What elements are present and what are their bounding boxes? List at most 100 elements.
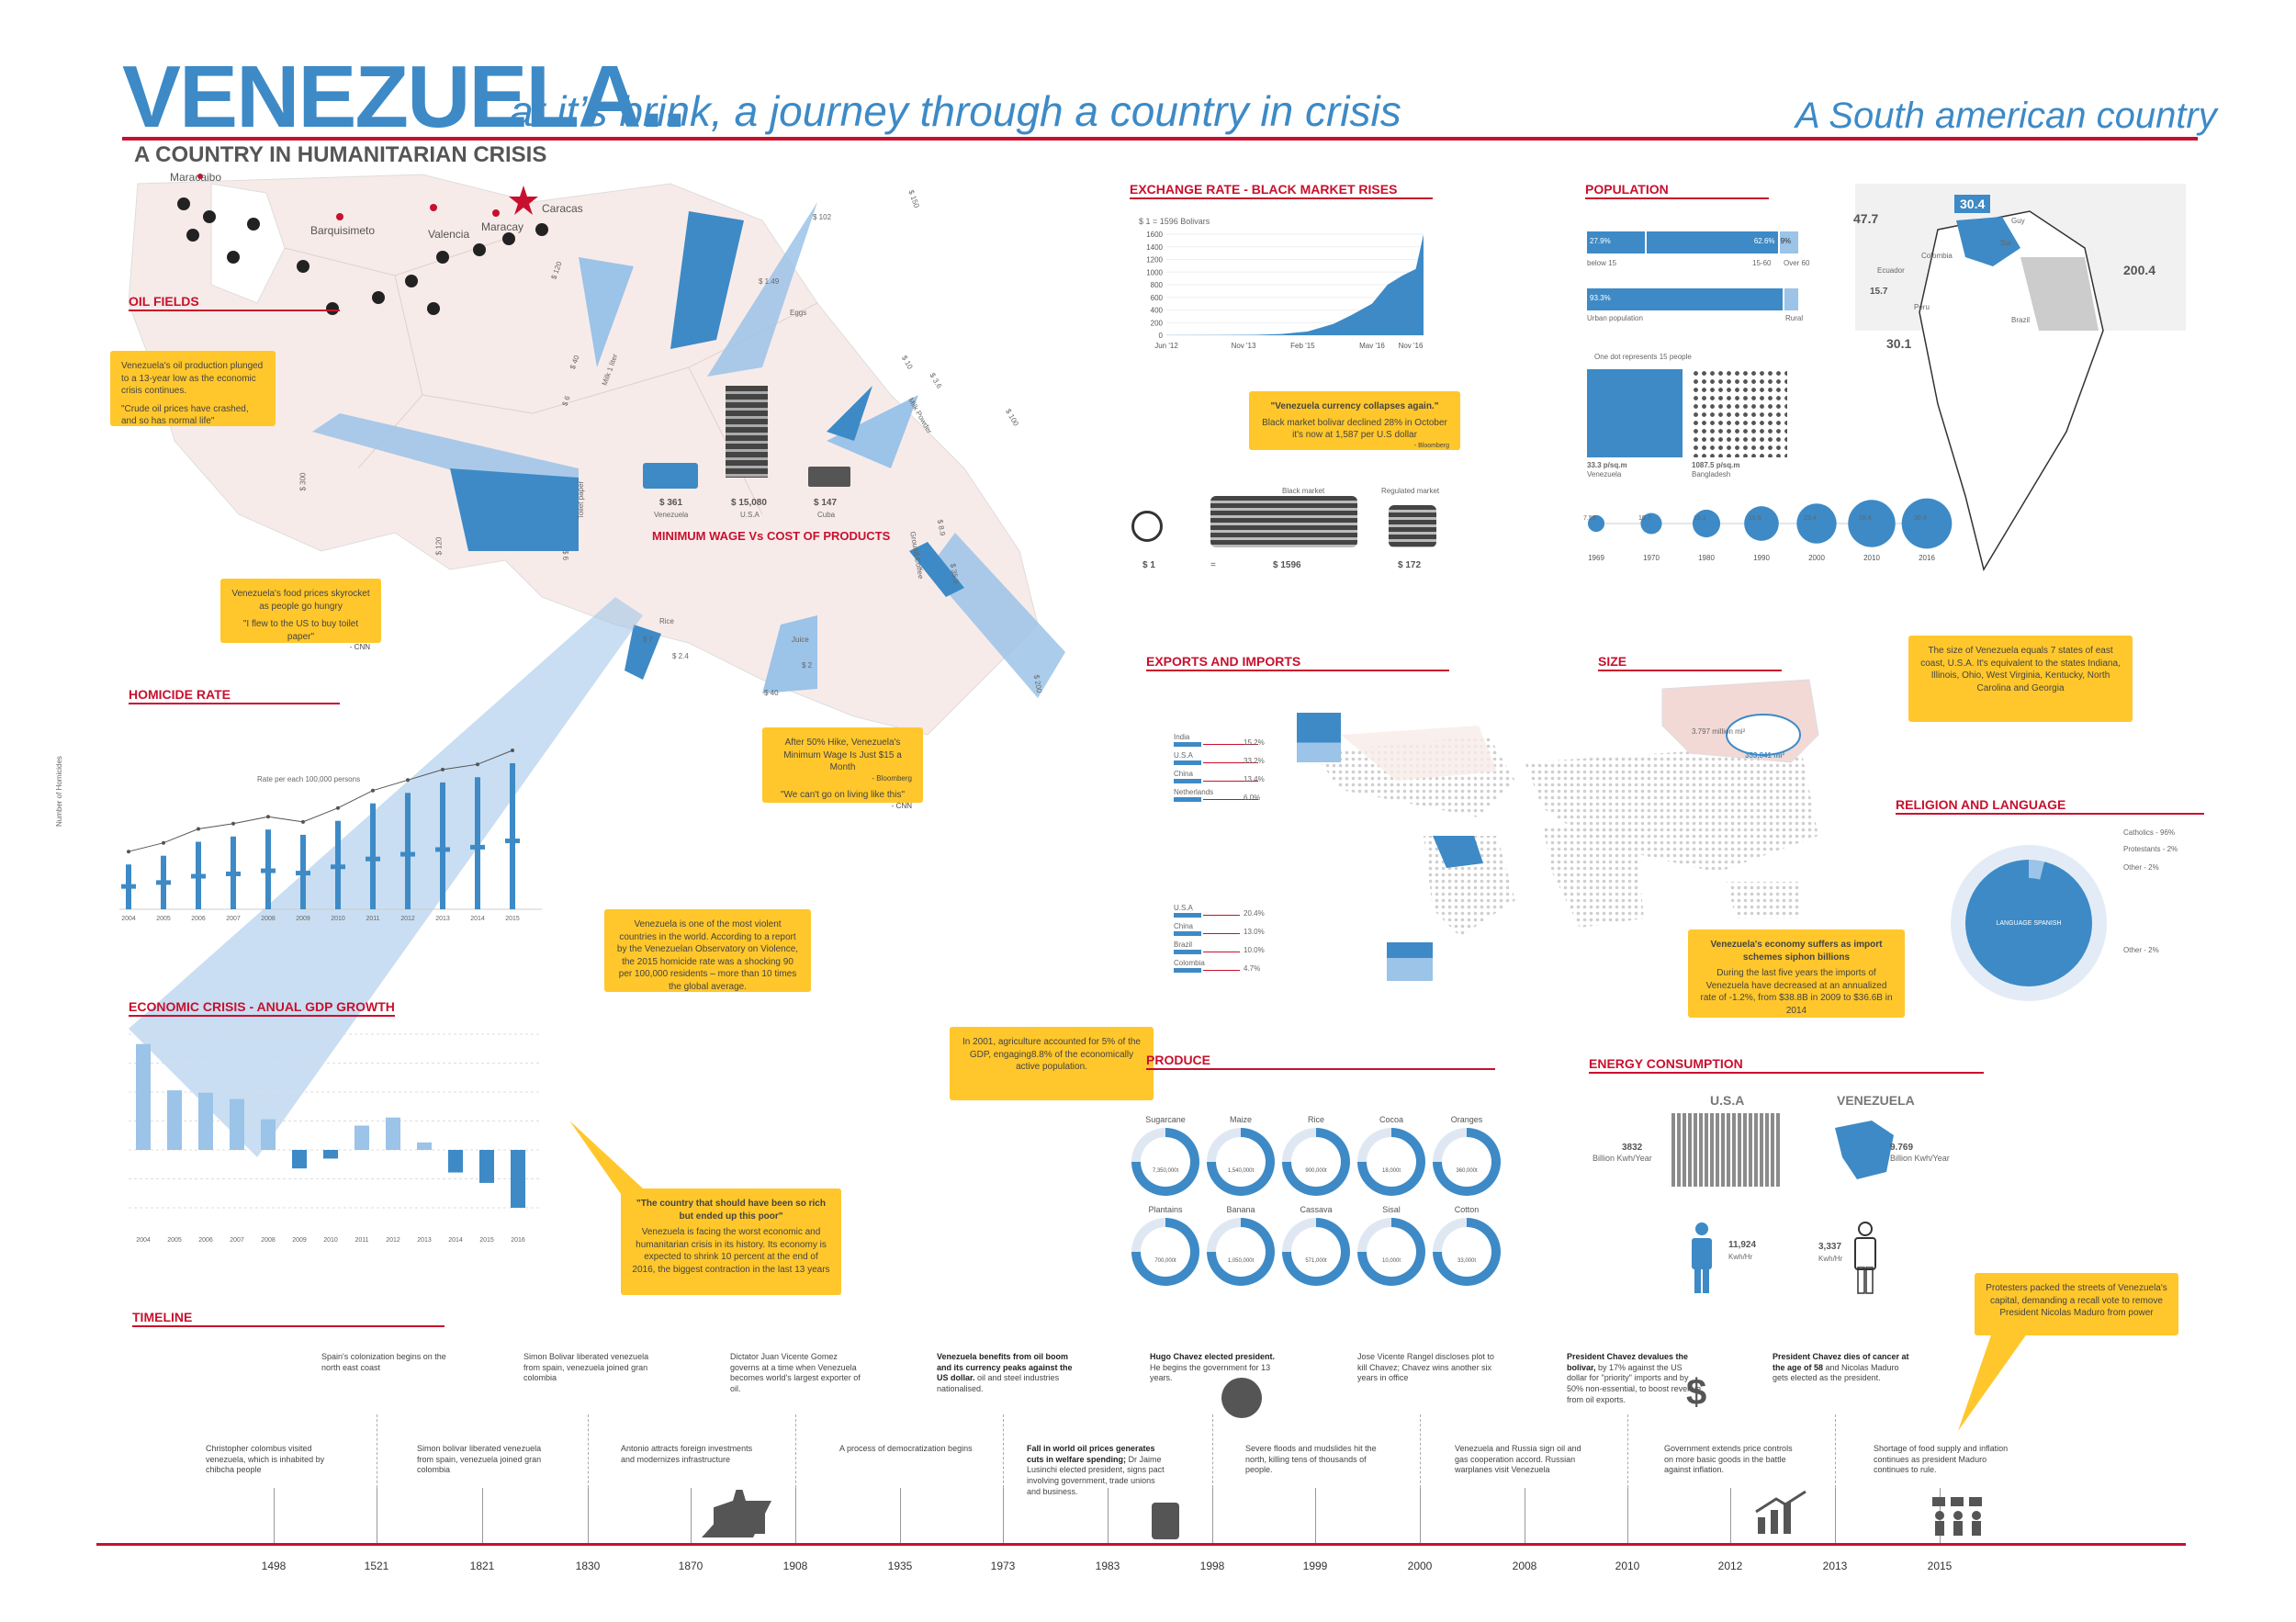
ray-label: $ 7 (643, 636, 654, 644)
timeline-tick (482, 1488, 483, 1543)
export-country: India (1174, 733, 1190, 741)
growth-value: 23.4 (1804, 515, 1817, 522)
gdp-callout: "The country that should have been so ri… (621, 1188, 841, 1295)
timeline-event: Dictator Juan Vicente Gomez governs at a… (730, 1352, 868, 1395)
timeline-event: Spain's colonization begins on the north… (321, 1352, 459, 1373)
timeline-year: 2010 (1615, 1560, 1640, 1572)
callout-text: During the last five years the imports o… (1700, 968, 1893, 1016)
ray-label: Toilet paper (577, 480, 586, 520)
dollar-coin-icon (1131, 511, 1163, 542)
import-pct: 10.0% (1244, 946, 1265, 954)
export-connector (1203, 744, 1258, 745)
y-tick: 1200 (1146, 256, 1163, 265)
produce-value: 700,000t (1154, 1258, 1176, 1264)
religion-title: RELIGION AND LANGUAGE (1896, 797, 2066, 812)
density-bangladesh-box (1692, 369, 1787, 457)
section-rule (129, 1015, 395, 1017)
ray-label: $ 120 (434, 536, 444, 556)
callout-source: - Bloomberg (872, 773, 912, 783)
energy-usa-label: U.S.A (1710, 1093, 1745, 1108)
timeline-year: 1973 (990, 1560, 1016, 1572)
growth-year: 1980 (1698, 554, 1715, 562)
timeline-tick (1420, 1488, 1421, 1543)
density-venezuela-box (1587, 369, 1683, 457)
event-text: Christopher colombus visited venezuela, … (206, 1444, 325, 1475)
growth-bubble (1587, 514, 1605, 533)
coins-equals: = (1210, 560, 1216, 570)
urban-seg: 93.3% (1587, 288, 1783, 310)
gdp-x-label: 2016 (511, 1237, 525, 1244)
callout-text: Black market bolivar declined 28% in Oct… (1262, 417, 1447, 441)
section-rule (1146, 670, 1449, 671)
y-tick: 200 (1151, 319, 1164, 327)
growth-bubble (1796, 503, 1837, 544)
produce-value: 7,350,000t (1152, 1168, 1179, 1174)
timeline-event: Venezuela and Russia sign oil and gas co… (1455, 1444, 1593, 1476)
gdp-x-label: 2010 (323, 1237, 338, 1244)
section-rule (1598, 670, 1782, 671)
homicide-x-label: 2004 (121, 916, 136, 922)
timeline-year: 2008 (1512, 1560, 1537, 1572)
gdp-x-label: 2011 (355, 1237, 368, 1244)
homicide-x-label: 2009 (296, 916, 310, 922)
produce-value: 1,540,000t (1227, 1168, 1255, 1174)
timeline-event: Simon Bolivar liberated venezuela from s… (523, 1352, 661, 1384)
import-bar (1174, 950, 1201, 954)
price-rays (312, 202, 1065, 698)
gdp-x-label: 2015 (479, 1237, 494, 1244)
coin-stack-icon (1210, 496, 1357, 547)
person-icon-usa (1692, 1222, 1712, 1293)
wage-value: $ 361 (659, 498, 683, 508)
timeline-event: Fall in world oil prices generates cuts … (1027, 1444, 1165, 1497)
coins-regulated-value: $ 172 (1398, 560, 1422, 570)
oil-callout: Venezuela's oil production plunged to a … (110, 351, 276, 426)
protest-callout: Protesters packed the streets of Venezue… (1975, 1273, 2178, 1335)
callout-quote: "The country that should have been so ri… (636, 1199, 826, 1222)
exchange-callout: "Venezuela currency collapses again." Bl… (1249, 391, 1460, 450)
energy-ven-value: 9.769 (1890, 1143, 1914, 1153)
export-country: Netherlands (1174, 788, 1214, 796)
page-tagline: A South american country (1795, 96, 2217, 136)
y-tick: 600 (1151, 294, 1164, 302)
produce-name: Cassava (1300, 1205, 1333, 1214)
timeline-event: Christopher colombus visited venezuela, … (206, 1444, 343, 1476)
import-connector (1203, 915, 1240, 916)
produce-name: Oranges (1450, 1115, 1483, 1124)
energy-usa-unit: Billion Kwh/Year (1593, 1154, 1652, 1163)
timeline-year: 1821 (469, 1560, 495, 1572)
import-pct: 13.0% (1244, 928, 1265, 936)
homicide-x-label: 2012 (400, 916, 415, 922)
rifle-mark (440, 782, 445, 909)
event-text: He begins the government for 13 years. (1150, 1362, 1271, 1383)
homicide-x-label: 2011 (366, 916, 379, 922)
event-headline: President Chavez dies of cancer at the a… (1773, 1352, 1909, 1372)
gdp-x-label: 2009 (292, 1237, 307, 1244)
produce-name: Plantains (1148, 1205, 1183, 1214)
homicide-line (128, 749, 513, 852)
produce-donut (1433, 1218, 1501, 1286)
y-tick: 400 (1151, 307, 1164, 315)
rifle-mark (261, 868, 276, 873)
section-title: A COUNTRY IN HUMANITARIAN CRISIS (134, 142, 547, 167)
timeline-event: Simon bolivar liberated venezuela from s… (417, 1444, 555, 1476)
timeline-event: Shortage of food supply and inflation co… (1874, 1444, 2011, 1476)
timeline-divider (1003, 1414, 1005, 1488)
population-title: POPULATION (1585, 182, 1669, 197)
produce-name: Sugarcane (1145, 1115, 1186, 1124)
rifle-mark (470, 844, 485, 850)
oil-barrel-icon (1152, 1503, 1179, 1539)
produce-name: Maize (1229, 1115, 1252, 1124)
exchange-area (1166, 234, 1424, 335)
event-text: Dr Jaime Lusinchi elected president, sig… (1027, 1454, 1165, 1496)
growth-year: 2000 (1808, 554, 1825, 562)
homicide-x-label: 2008 (261, 916, 276, 922)
homicide-x-label: 2015 (505, 916, 520, 922)
gdp-x-label: 2005 (167, 1237, 182, 1244)
agriculture-callout: In 2001, agriculture accounted for 5% of… (950, 1027, 1154, 1100)
chavez-portrait-icon (1221, 1378, 1262, 1418)
timeline-year: 1983 (1095, 1560, 1120, 1572)
caracas-star (509, 186, 538, 215)
sa-value: 200.4 (2123, 263, 2156, 277)
